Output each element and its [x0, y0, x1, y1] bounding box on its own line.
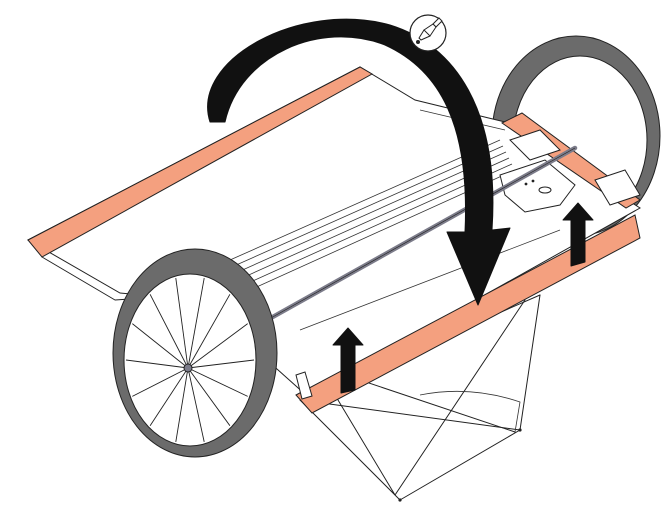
front-wheel	[113, 249, 277, 457]
frame-joint	[518, 428, 521, 431]
wheel-hub	[184, 364, 192, 372]
glue-bottle-icon	[410, 15, 446, 51]
frame-joint	[398, 498, 401, 501]
